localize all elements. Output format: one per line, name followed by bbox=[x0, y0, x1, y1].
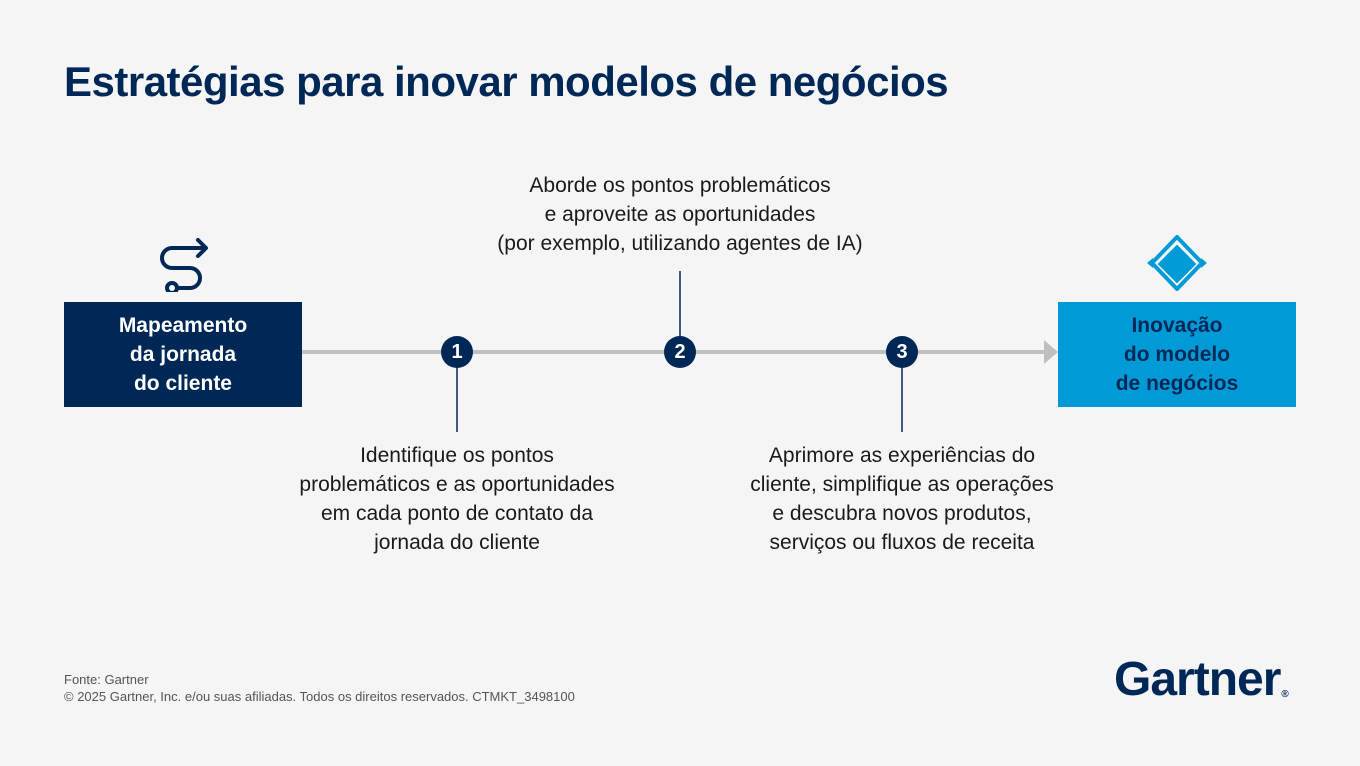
step-1-badge: 1 bbox=[441, 336, 473, 368]
step-2-text: Aborde os pontos problemáticos e aprovei… bbox=[497, 174, 863, 255]
start-box: Mapeamento da jornada do cliente bbox=[64, 302, 302, 407]
diamond-network-icon bbox=[1147, 235, 1207, 291]
registered-mark: ® bbox=[1281, 689, 1288, 700]
end-box-label: Inovação do modelo de negócios bbox=[1115, 314, 1239, 395]
route-arrow-icon bbox=[160, 238, 208, 292]
footer-source: Fonte: Gartner bbox=[64, 672, 149, 687]
page-title: Estratégias para inovar modelos de negóc… bbox=[64, 58, 949, 105]
gartner-logo: Gartner® bbox=[1114, 652, 1289, 707]
gartner-logo-text: Gartner bbox=[1114, 653, 1281, 706]
footer-copyright: © 2025 Gartner, Inc. e/ou suas afiliadas… bbox=[64, 689, 575, 704]
step-3-text: Aprimore as experiências do cliente, sim… bbox=[750, 444, 1054, 554]
start-box-label: Mapeamento da jornada do cliente bbox=[118, 314, 248, 395]
step-1-text: Identifique os pontos problemáticos e as… bbox=[299, 444, 615, 554]
end-box: Inovação do modelo de negócios bbox=[1058, 302, 1296, 407]
timeline-arrowhead bbox=[1044, 340, 1058, 364]
step-2-badge: 2 bbox=[664, 336, 696, 368]
step-3-badge: 3 bbox=[886, 336, 918, 368]
